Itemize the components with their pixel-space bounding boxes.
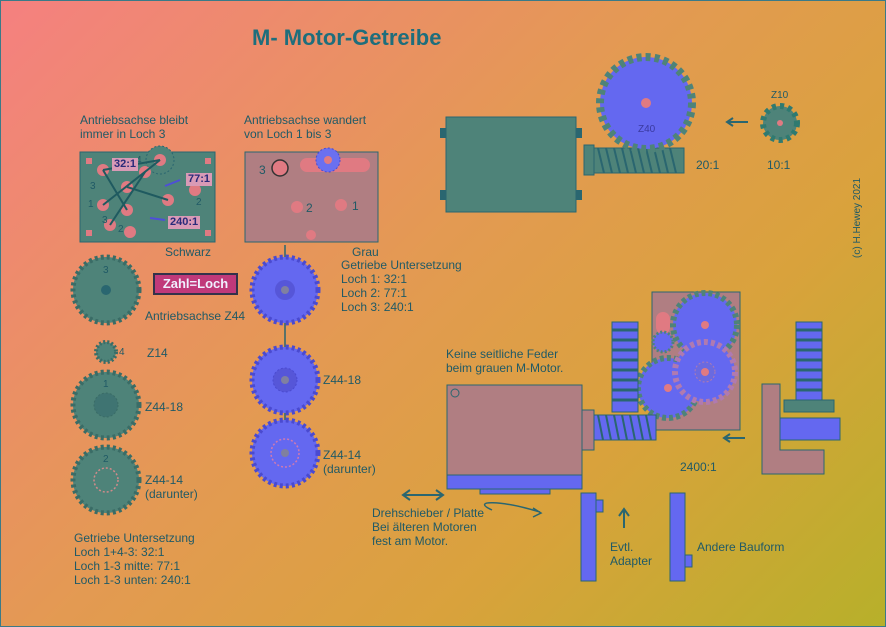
label-z10: Z10 [771,90,789,101]
label-z40: Z40 [638,124,656,135]
ratio-tag-32: 32:1 [112,158,139,171]
worm-screw-left [611,321,639,413]
left-hole-number-3b: 3 [102,215,108,226]
motor-top [440,116,685,213]
gearbox-plate-right [635,290,741,431]
middle-caption-line2: von Loch 1 bis 3 [244,127,332,141]
note-line1: Keine seitliche Feder [446,347,559,361]
arrow-z10-to-z40 [725,117,748,127]
slider-note-line2: Bei älteren Motoren [372,520,477,534]
left-hole-number-2: 2 [118,224,124,235]
left-caption-line1: Antriebsachse bleibt [80,113,189,127]
left-gear-z44-14 [70,444,142,516]
left-gear-z44-18 [70,369,142,441]
left-hole-number-4: 4 [136,155,142,166]
left-gear-number-4: 4 [119,347,125,358]
left-summary-line4: Loch 1-3 unten: 240:1 [74,573,191,587]
left-summary-line1: Getriebe Untersetzung [74,531,195,545]
left-gear-number-2: 2 [103,454,109,465]
middle-hole-number-2: 2 [306,201,313,215]
left-gear-label-z44-18: Z44-18 [145,400,184,414]
left-gear-number-3: 3 [103,265,109,276]
label-grau: Grau [352,245,379,259]
left-hole-number-1: 1 [88,199,94,210]
motor-bottom [446,384,657,495]
label-schwarz: Schwarz [165,245,212,259]
left-gear-label-z44-14: Z44-14 [145,473,184,487]
ratio-10-1: 10:1 [767,158,791,172]
rotation-arrow [483,502,543,518]
arrow-bracket [722,433,745,443]
left-summary-line3: Loch 1-3 mitte: 77:1 [74,559,181,573]
ratio-20-1: 20:1 [696,158,720,172]
ratio-2400-1: 2400:1 [680,460,717,474]
left-summary-line2: Loch 1+4-3: 32:1 [74,545,165,559]
middle-hole-number-3: 3 [259,163,266,177]
middle-hole-number-1: 1 [352,199,359,213]
left-gear-label-z44: Antriebsachse Z44 [145,309,246,323]
left-hole-number-3: 3 [90,181,96,192]
black-gearbox-plate [79,145,216,243]
middle-summary-line1: Getriebe Untersetzung [341,258,462,272]
adapter-line2: Adapter [610,554,653,568]
left-caption-line2: immer in Loch 3 [80,127,166,141]
page-title: M- Motor-Getreibe [252,25,442,50]
middle-gear-z44-18 [249,344,321,416]
middle-summary-line3: Loch 2: 77:1 [341,286,408,300]
adapter-line1: Evtl. [610,540,634,554]
gear-z10 [760,103,800,143]
left-gear-number-1: 1 [103,379,109,390]
double-arrow-slider [401,489,445,501]
middle-gear-z44-14 [249,417,321,489]
middle-summary-line4: Loch 3: 240:1 [341,300,414,314]
left-hole-number-2b: 2 [196,197,202,208]
gear-z40 [596,53,696,153]
arrow-up-adapter [618,507,630,528]
middle-gear-z44-top [249,254,321,326]
ratio-tag-240: 240:1 [168,216,201,229]
adapter-plate [580,492,604,582]
worm-screw-right [779,321,841,441]
middle-summary-line2: Loch 1: 32:1 [341,272,408,286]
slider-note-line3: fest am Motor. [372,534,449,548]
middle-gear-label-z44-14: Z44-14 [323,448,362,462]
left-gear-z14 [94,340,118,364]
middle-gear-label-z44-18: Z44-18 [323,373,362,387]
left-gear-label-darunter: (darunter) [145,487,198,501]
other-variant-label: Andere Bauform [697,540,785,554]
ratio-tag-77: 77:1 [186,173,213,186]
copyright-text: (c) H.Hewey 2021 [852,177,863,258]
middle-caption-line1: Antriebsachse wandert [244,113,367,127]
bracket-right [761,383,825,475]
note-line2: beim grauen M-Motor. [446,361,564,375]
grey-gearbox-plate [244,147,379,243]
left-gear-label-z14: Z14 [147,346,168,360]
other-variant-plate [669,492,693,582]
zahl-loch-badge: Zahl=Loch [153,273,238,295]
slider-note-line1: Drehschieber / Platte [372,506,485,520]
left-gear-z44-loch3 [70,254,142,326]
middle-gear-label-darunter: (darunter) [323,462,376,476]
